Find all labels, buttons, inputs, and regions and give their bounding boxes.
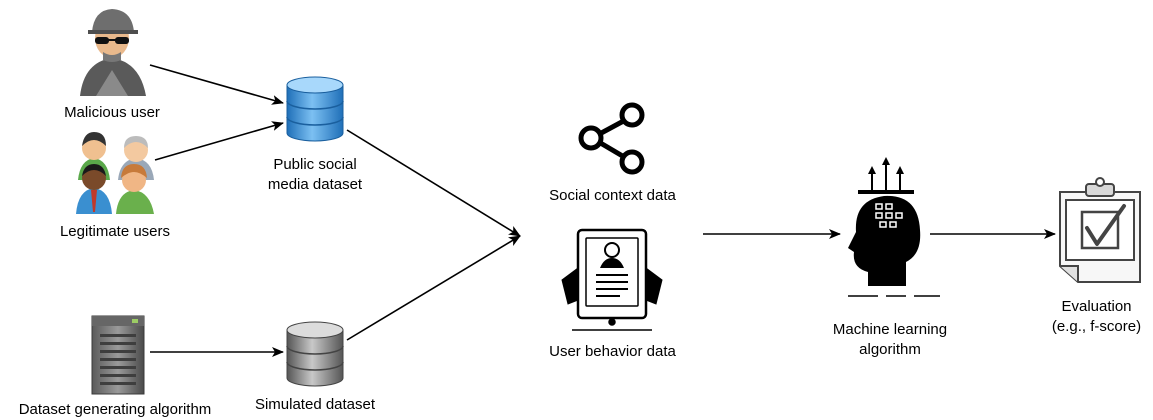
label-evaluation: Evaluation (e.g., f-score) <box>1040 297 1153 337</box>
label-ml-algorithm-line1: Machine learning <box>832 321 948 338</box>
label-public-dataset: Public social media dataset <box>250 155 380 195</box>
label-evaluation-line2: (e.g., f-score) <box>1051 318 1142 335</box>
database-gray-icon <box>286 321 344 387</box>
arrow-simulated-to-data <box>346 235 521 341</box>
clipboard-check-icon <box>1059 177 1141 283</box>
label-malicious-user: Malicious user <box>64 104 160 121</box>
label-public-dataset-line2: media dataset <box>267 176 363 193</box>
label-user-behavior: User behavior data <box>549 343 676 360</box>
label-dataset-generating-algorithm: Dataset generating algorithm <box>18 401 212 418</box>
label-ml-algorithm: Machine learning algorithm <box>820 320 960 360</box>
arrow-public-to-data <box>346 129 521 237</box>
label-legitimate-users: Legitimate users <box>59 223 171 240</box>
hacker-icon <box>80 9 146 96</box>
label-public-dataset-line1: Public social <box>273 156 357 173</box>
arrow-legit-to-public <box>154 121 284 161</box>
label-simulated-dataset: Simulated dataset <box>254 396 376 413</box>
arrow-malicious-to-public <box>149 64 284 105</box>
tablet-profile-icon <box>561 228 663 331</box>
arrows <box>149 64 1056 357</box>
database-blue-icon <box>286 76 344 142</box>
share-icon <box>578 102 645 175</box>
label-ml-algorithm-line2: algorithm <box>859 341 921 358</box>
ai-head-icon <box>848 157 940 297</box>
label-evaluation-line1: Evaluation <box>1061 298 1132 315</box>
server-tower-icon <box>91 315 145 395</box>
users-group-icon <box>76 132 154 214</box>
label-social-context: Social context data <box>549 187 676 204</box>
